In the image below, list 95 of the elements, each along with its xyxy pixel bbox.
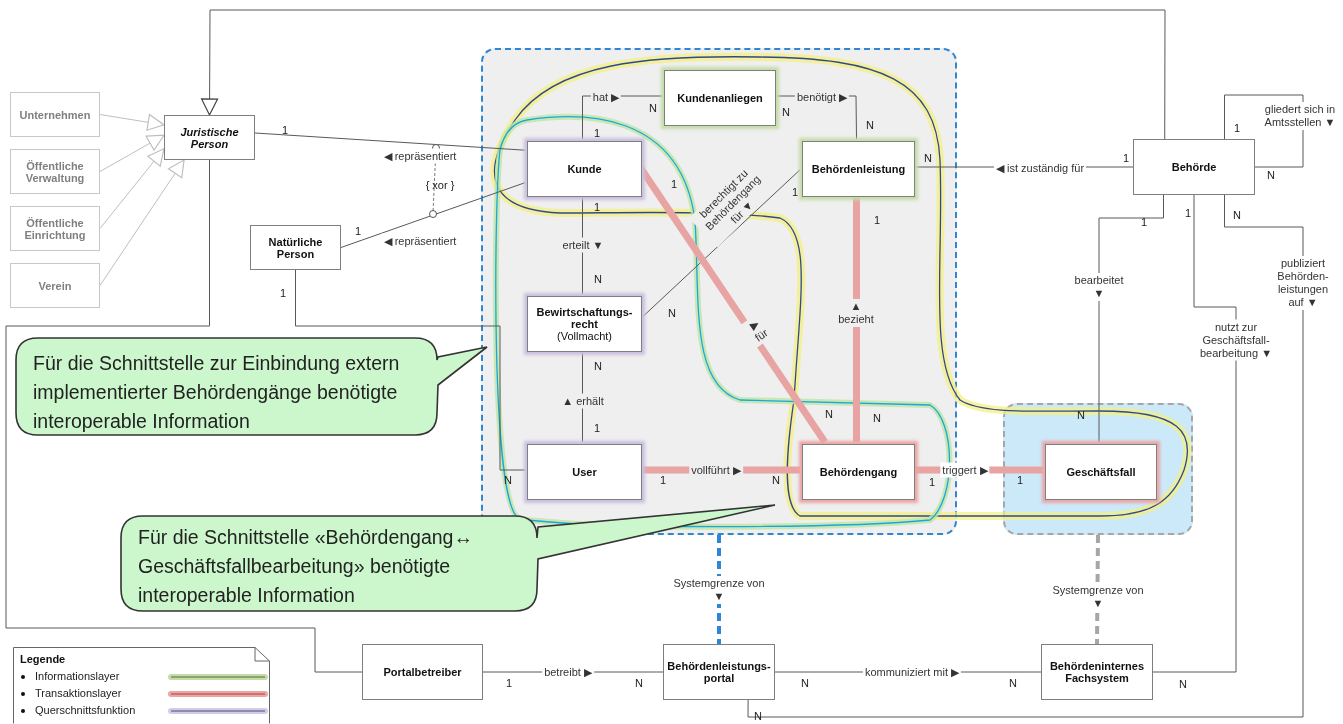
entity-box bbox=[1133, 139, 1255, 195]
dashed-connector bbox=[717, 535, 721, 644]
connector-line bbox=[1152, 194, 1237, 673]
multiplicity-label: N bbox=[772, 474, 780, 486]
connector-line bbox=[295, 269, 526, 471]
entity-name: Behörde bbox=[1171, 161, 1217, 173]
callout-text: Für die Schnittstelle zur Einbindung extern implementierter Behördengänge benötigte interoperable Information bbox=[33, 351, 401, 434]
multiplicity-label: N bbox=[924, 152, 932, 164]
entity-box bbox=[527, 141, 642, 197]
entity-box bbox=[250, 225, 341, 270]
speech-bubble bbox=[120, 503, 778, 613]
entity-name: Verein bbox=[38, 279, 72, 292]
multiplicity-label: 1 bbox=[659, 474, 667, 486]
multiplicity-label: 1 bbox=[281, 124, 289, 136]
legend-text: Informationslayer bbox=[35, 670, 120, 682]
entity-name: Kunde bbox=[567, 163, 602, 175]
multiplicity-label: N bbox=[1233, 209, 1241, 221]
entity-name: Portalbetreiber bbox=[383, 666, 462, 678]
connector-line bbox=[99, 159, 185, 286]
entity-box bbox=[664, 70, 776, 126]
multiplicity-label: 1 bbox=[1016, 474, 1024, 486]
multiplicity-label: N bbox=[1077, 409, 1085, 421]
multiplicity-label: 1 bbox=[873, 214, 881, 226]
connector-line bbox=[639, 169, 801, 320]
entity-name: User bbox=[572, 466, 597, 478]
multiplicity-label: N bbox=[1179, 678, 1187, 690]
connector-line bbox=[99, 134, 165, 172]
entity-name: Bewirtschaftungs- recht bbox=[535, 306, 634, 330]
entity-note: (Vollmacht) bbox=[557, 330, 612, 342]
entity-box bbox=[527, 296, 642, 352]
entity-name: Geschäftsfall bbox=[1066, 466, 1136, 478]
legend-text: Querschnittsfunktion bbox=[35, 704, 136, 716]
multiplicity-label: N bbox=[825, 408, 833, 420]
entity-name: Natürliche Person bbox=[267, 235, 324, 260]
entity-name: Kundenanliegen bbox=[677, 92, 763, 104]
entity-box bbox=[10, 263, 100, 308]
entity-name: Behördengang bbox=[819, 466, 898, 478]
multiplicity-label: N bbox=[1267, 169, 1275, 181]
multiplicity-label: 1 bbox=[1184, 207, 1192, 219]
entity-box bbox=[164, 115, 255, 160]
entity-box bbox=[10, 206, 100, 251]
multiplicity-label: 1 bbox=[505, 677, 513, 689]
multiplicity-label: N bbox=[668, 307, 676, 319]
entity-name: Behördenleistung bbox=[811, 163, 906, 175]
entity-name: Öffentliche Einrichtung bbox=[23, 216, 87, 241]
legend-text: Transaktionslayer bbox=[35, 687, 122, 699]
multiplicity-label: N bbox=[866, 119, 874, 131]
multiplicity-label: N bbox=[649, 102, 657, 114]
edge-label: triggert ▶ bbox=[940, 462, 990, 478]
connector-line bbox=[5, 159, 363, 673]
multiplicity-label: 1 bbox=[593, 422, 601, 434]
connector-line bbox=[99, 148, 165, 229]
connector-line bbox=[1098, 194, 1164, 443]
edge-label: ◀ repräsentiert bbox=[381, 148, 459, 164]
connector-line bbox=[340, 182, 526, 248]
multiplicity-label: 1 bbox=[928, 476, 936, 488]
connector-line bbox=[201, 9, 1166, 140]
connector-line bbox=[1224, 94, 1304, 168]
entity-name: Behördeninternes Fachsystem bbox=[1048, 660, 1146, 684]
multiplicity-label: 1 bbox=[670, 178, 678, 190]
connector-line bbox=[747, 194, 1304, 718]
entity-name: Unternehmen bbox=[19, 108, 91, 121]
callout-text: Für die Schnittstelle «Behördengang↔ Geschäftsfallbearbeitung» benötigte interoperable Information bbox=[138, 525, 474, 608]
multiplicity-label: 1 bbox=[1233, 122, 1241, 134]
entity-name: Behördenleistungs- portal bbox=[667, 660, 771, 684]
entity-box bbox=[802, 141, 915, 197]
multiplicity-label: N bbox=[873, 412, 881, 424]
entity-box bbox=[1045, 444, 1157, 500]
entity-box bbox=[10, 92, 100, 137]
multiplicity-label: N bbox=[594, 273, 602, 285]
multiplicity-label: 1 bbox=[279, 287, 287, 299]
connector-line bbox=[99, 113, 165, 131]
multiplicity-label: N bbox=[754, 710, 762, 722]
entity-box bbox=[527, 444, 642, 500]
multiplicity-label: N bbox=[1009, 677, 1017, 689]
entity-box bbox=[802, 444, 915, 500]
multiplicity-label: N bbox=[782, 106, 790, 118]
multiplicity-label: 1 bbox=[791, 186, 799, 198]
multiplicity-label: N bbox=[801, 677, 809, 689]
legend-title: Legende bbox=[20, 653, 66, 665]
multiplicity-label: N bbox=[635, 677, 643, 689]
highlighted-connector bbox=[853, 195, 860, 442]
entity-box bbox=[362, 644, 483, 700]
constraint-label: { xor } bbox=[425, 179, 455, 191]
connector-line bbox=[254, 132, 526, 151]
speech-bubble bbox=[15, 337, 490, 437]
multiplicity-label: N bbox=[594, 360, 602, 372]
entity-name: Juristische Person bbox=[179, 125, 240, 150]
entity-box bbox=[1041, 644, 1153, 700]
entity-name: Öffentliche Verwaltung bbox=[24, 159, 86, 184]
multiplicity-label: 1 bbox=[354, 225, 362, 237]
multiplicity-label: 1 bbox=[1122, 152, 1130, 164]
multiplicity-label: 1 bbox=[1140, 216, 1148, 228]
entity-box bbox=[10, 149, 100, 194]
entity-box bbox=[663, 644, 775, 700]
